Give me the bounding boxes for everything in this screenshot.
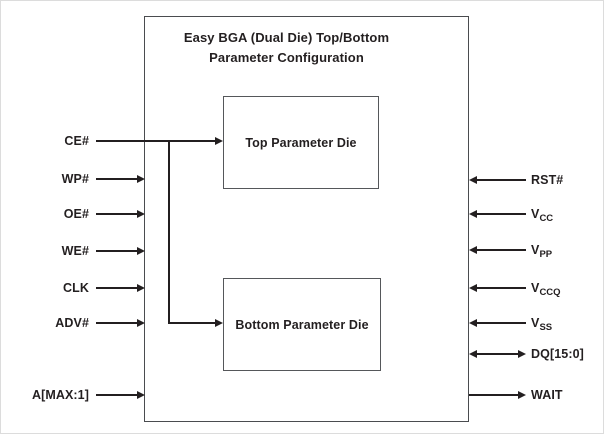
signal-label-dq: DQ[15:0] — [531, 346, 584, 362]
clk-arrowhead-icon — [137, 284, 145, 292]
signal-label-amax: A[MAX:1] — [31, 388, 89, 402]
signal-label-adv: ADV# — [55, 316, 89, 330]
signal-label-vcc: VCC — [531, 206, 554, 224]
signal-label-vcc-sub: CC — [539, 213, 554, 224]
we-arrowhead-icon — [137, 247, 145, 255]
vcc-arrowhead-icon — [469, 210, 477, 218]
oe-arrowhead-icon — [137, 210, 145, 218]
top-die-block: Top Parameter Die — [223, 96, 379, 189]
signal-label-rst-base: RST# — [531, 173, 564, 187]
ce-branch-arrowhead-icon — [215, 319, 223, 327]
signal-label-vpp-base: V — [531, 243, 540, 257]
signal-label-clk: CLK — [63, 281, 89, 295]
vccq-signal-line — [477, 287, 526, 289]
amax-signal-line — [96, 394, 137, 396]
amax-arrowhead-icon — [137, 391, 145, 399]
signal-label-vss: VSS — [531, 315, 553, 333]
vpp-arrowhead-icon — [469, 246, 477, 254]
device-outline-block — [144, 16, 469, 422]
adv-signal-line — [96, 322, 137, 324]
signal-label-wait: WAIT — [531, 387, 563, 403]
signal-label-vccq-sub: CCQ — [539, 287, 561, 298]
diagram-title-line1: Easy BGA (Dual Die) Top/Bottom — [183, 30, 390, 45]
signal-label-wp: WP# — [61, 172, 89, 186]
diagram-title-line2: Parameter Configuration — [209, 49, 364, 65]
signal-label-vss-sub: SS — [539, 322, 553, 333]
wp-arrowhead-icon — [137, 175, 145, 183]
signal-label-dq-base: DQ[15:0] — [531, 347, 584, 361]
diagram-title: Easy BGA (Dual Die) Top/Bottom Parameter… — [114, 28, 459, 67]
signal-label-vccq-base: V — [531, 281, 540, 295]
vss-arrowhead-icon — [469, 319, 477, 327]
bottom-die-label: Bottom Parameter Die — [235, 317, 369, 332]
wait-arrowhead-icon — [518, 391, 526, 399]
ce-branch-vertical-line — [168, 140, 170, 324]
ce-branch-horizontal-line — [168, 322, 215, 324]
signal-label-ce: CE# — [64, 134, 89, 148]
wait-signal-line — [469, 394, 518, 396]
rst-signal-line — [477, 179, 526, 181]
vccq-arrowhead-icon — [469, 284, 477, 292]
dq-signal-line — [477, 353, 518, 355]
signal-label-vpp-sub: PP — [539, 249, 553, 260]
signal-label-rst: RST# — [531, 172, 563, 188]
ce-signal-line — [96, 140, 215, 142]
signal-label-vpp: VPP — [531, 242, 553, 260]
signal-label-we: WE# — [61, 244, 89, 258]
clk-signal-line — [96, 287, 137, 289]
signal-label-vcc-base: V — [531, 207, 540, 221]
signal-label-oe: OE# — [63, 207, 89, 221]
signal-label-vccq: VCCQ — [531, 280, 561, 298]
signal-label-vss-base: V — [531, 316, 540, 330]
dq-arrowhead-right-icon — [518, 350, 526, 358]
ce-arrowhead-icon — [215, 137, 223, 145]
top-die-label: Top Parameter Die — [245, 135, 357, 150]
vpp-signal-line — [477, 249, 526, 251]
wp-signal-line — [96, 178, 137, 180]
rst-arrowhead-icon — [469, 176, 477, 184]
vcc-signal-line — [477, 213, 526, 215]
signal-label-wait-base: WAIT — [531, 388, 563, 402]
dq-arrowhead-left-icon — [469, 350, 477, 358]
we-signal-line — [96, 250, 137, 252]
vss-signal-line — [477, 322, 526, 324]
adv-arrowhead-icon — [137, 319, 145, 327]
oe-signal-line — [96, 213, 137, 215]
bottom-die-block: Bottom Parameter Die — [223, 278, 381, 371]
